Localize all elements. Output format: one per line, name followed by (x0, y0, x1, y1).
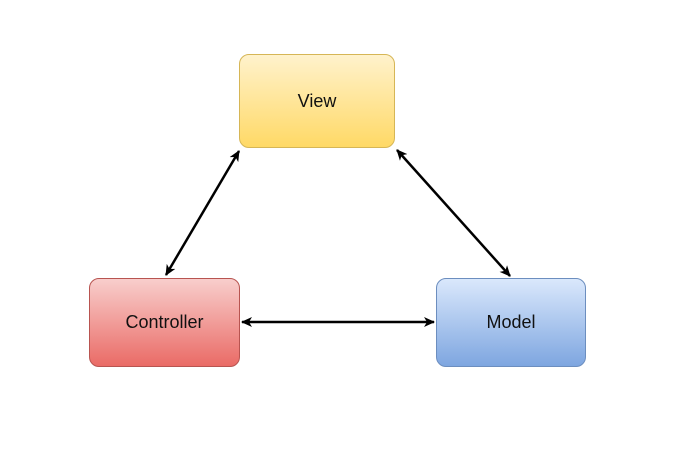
controller-node-label: Controller (125, 312, 204, 332)
model-node-label: Model (486, 312, 536, 332)
edge-controller-view (164, 150, 241, 276)
controller-node: Controller (89, 278, 240, 367)
model-node: Model (436, 278, 586, 367)
view-node: View (239, 54, 395, 148)
edge-view-model (396, 149, 511, 277)
view-node-label: View (297, 90, 337, 111)
